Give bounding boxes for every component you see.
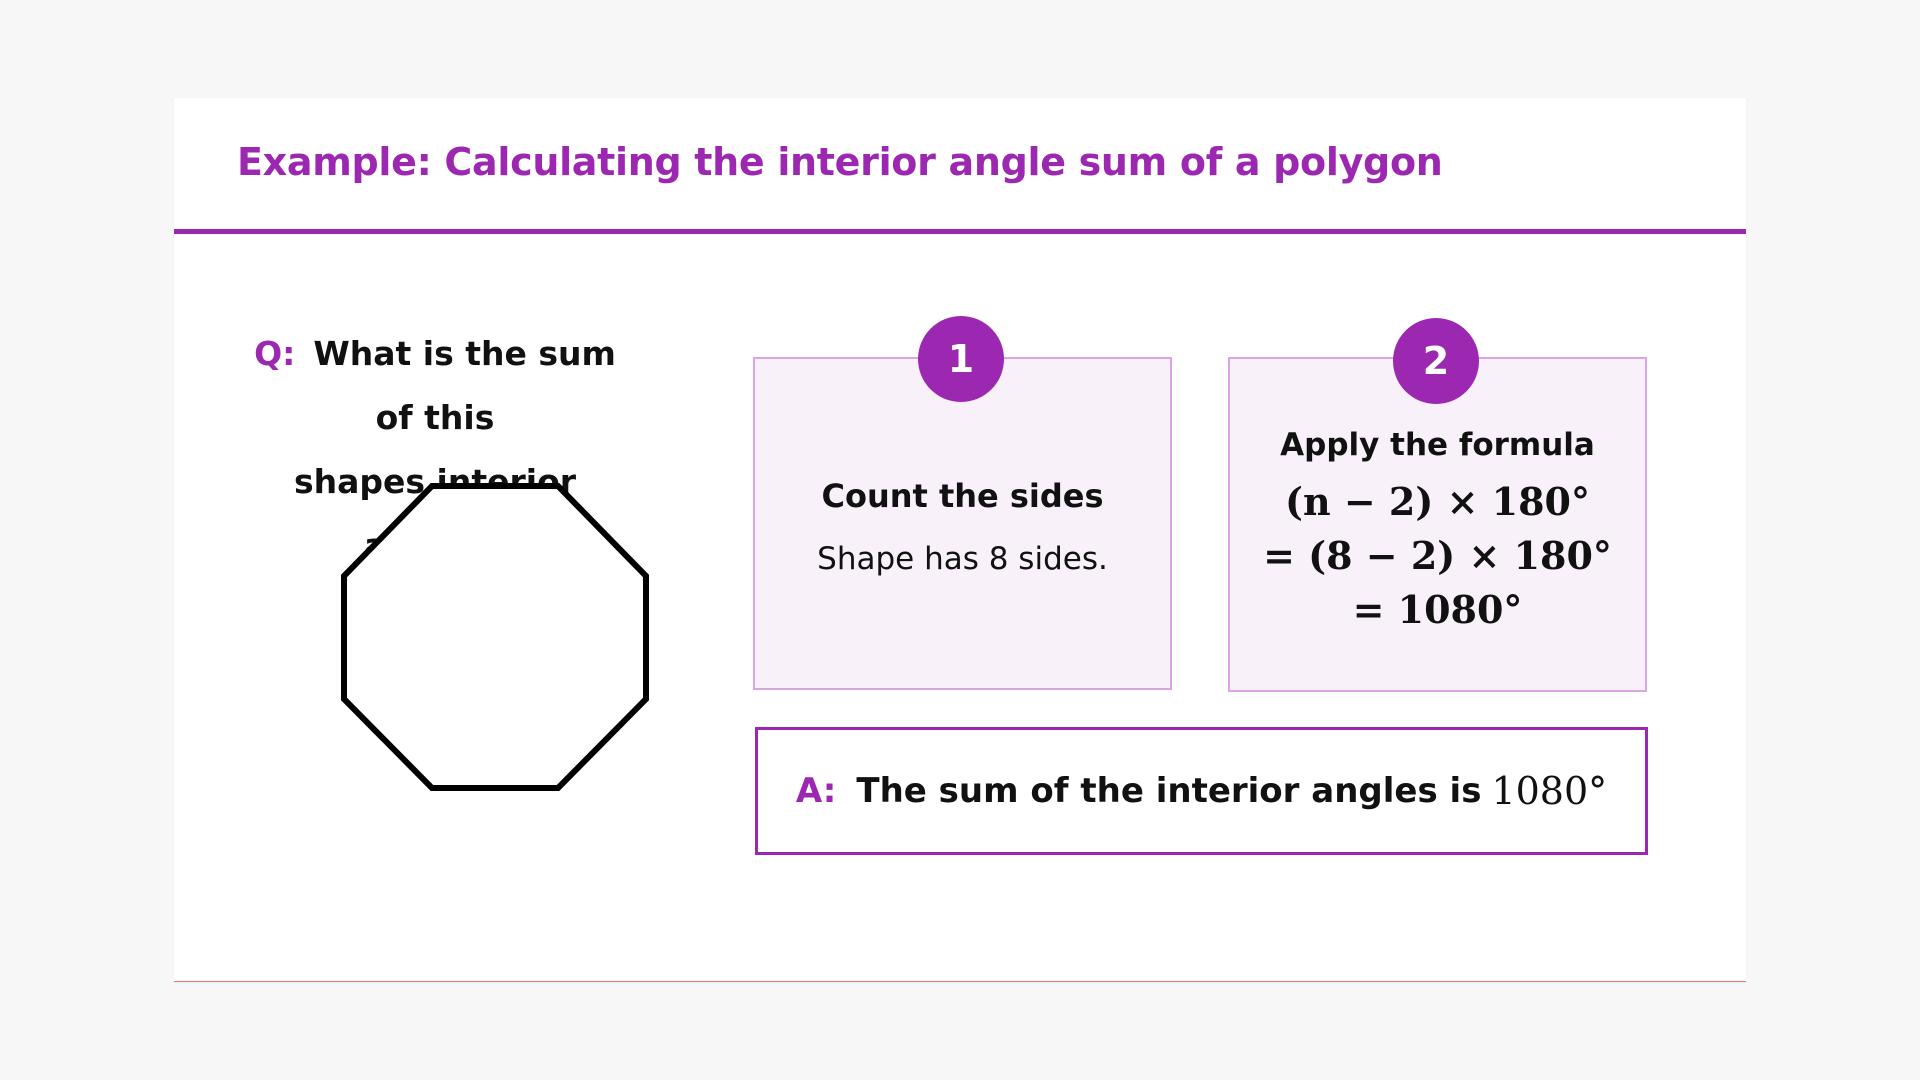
step-2-heading: Apply the formula [1280,427,1595,463]
answer-text: The sum of the interior angles is [856,771,1482,811]
step-2-card: Apply the formula (n − 2) × 180° = (8 − … [1228,357,1647,692]
step-1-heading: Count the sides [821,477,1104,515]
slide: Example: Calculating the interior angle … [174,98,1746,982]
step-1-text: Shape has 8 sides. [817,541,1108,577]
formula-line-2: = (8 − 2) × 180° [1263,533,1612,578]
formula-line-3: = 1080° [1352,587,1523,632]
question-text-line1: What is the sum of this [313,334,616,437]
step-1-card: Count the sides Shape has 8 sides. [753,357,1172,690]
question-prefix: Q: [254,334,296,373]
formula-line-1: (n − 2) × 180° [1285,479,1590,524]
octagon-shape [341,483,649,791]
octagon-outline [341,483,649,791]
answer-prefix: A: [795,771,837,811]
answer-box: A: The sum of the interior angles is 108… [755,727,1648,855]
step-1-badge: 1 [918,316,1004,402]
title-divider [174,229,1746,234]
answer-value: 1080° [1491,769,1608,813]
step-2-badge: 2 [1393,318,1479,404]
page-title: Example: Calculating the interior angle … [237,140,1443,184]
